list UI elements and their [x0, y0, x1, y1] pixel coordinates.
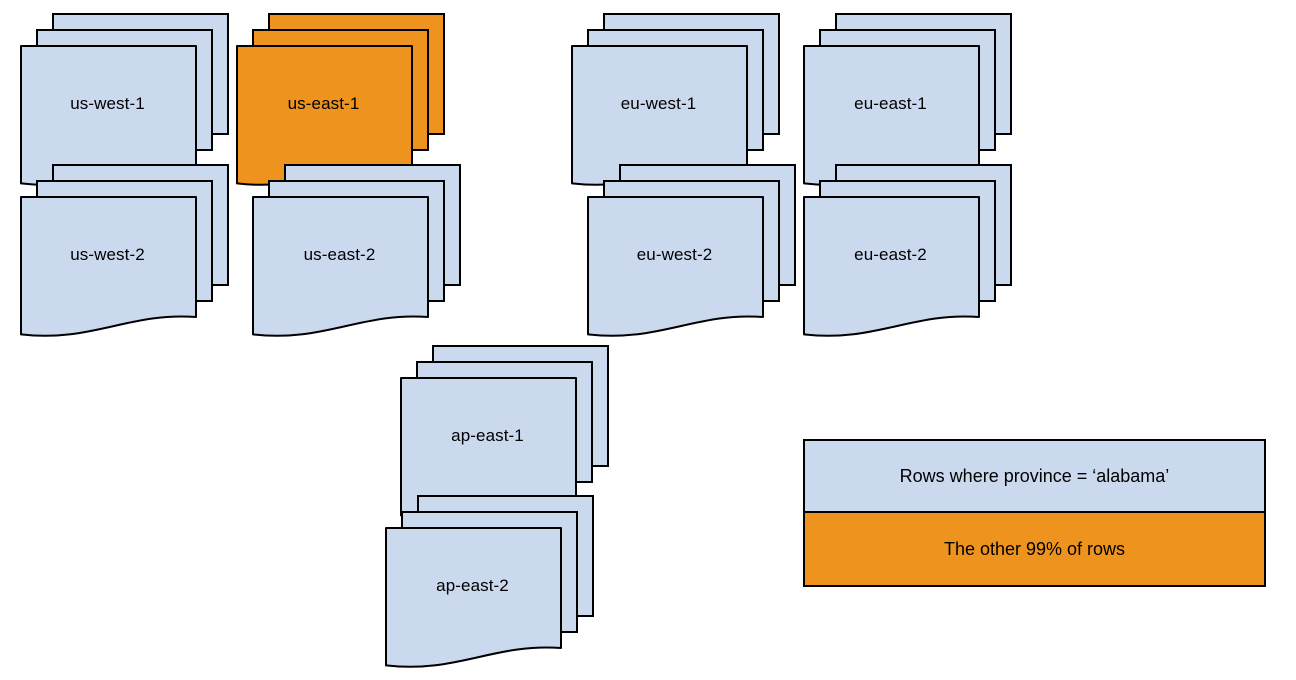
document-stack-us-west-2[interactable]: us-west-2: [20, 164, 231, 350]
legend-box: Rows where province = ‘alabama’ The othe…: [803, 439, 1266, 587]
document-stack-shape: [587, 164, 796, 337]
document-stack-shape: [803, 164, 1012, 337]
document-sheet-front: [385, 527, 562, 668]
document-stack-ap-east-2[interactable]: ap-east-2: [385, 495, 596, 680]
document-stack-eu-west-2[interactable]: eu-west-2: [587, 164, 798, 350]
legend-row-orange: The other 99% of rows: [805, 513, 1264, 585]
document-stack-eu-east-1[interactable]: eu-east-1: [803, 13, 1014, 199]
document-stack-shape: [236, 13, 445, 186]
document-stack-shape: [803, 13, 1012, 186]
document-sheet-front: [20, 196, 197, 337]
legend-label-orange: The other 99% of rows: [943, 538, 1126, 559]
document-stack-shape: [571, 13, 780, 186]
document-stack-shape: [20, 164, 229, 337]
legend-row-blue: Rows where province = ‘alabama’: [805, 441, 1264, 513]
document-stack-shape: [400, 345, 609, 518]
document-stack-eu-east-2[interactable]: eu-east-2: [803, 164, 1014, 350]
document-stack-us-east-2[interactable]: us-east-2: [252, 164, 463, 350]
legend-label-blue: Rows where province = ‘alabama’: [899, 465, 1170, 486]
document-sheet-front: [803, 196, 980, 337]
document-stack-shape: [252, 164, 461, 337]
document-sheet-front: [252, 196, 429, 337]
document-stack-ap-east-1[interactable]: ap-east-1: [400, 345, 611, 531]
document-sheet-front: [587, 196, 764, 337]
document-stack-shape: [385, 495, 594, 668]
